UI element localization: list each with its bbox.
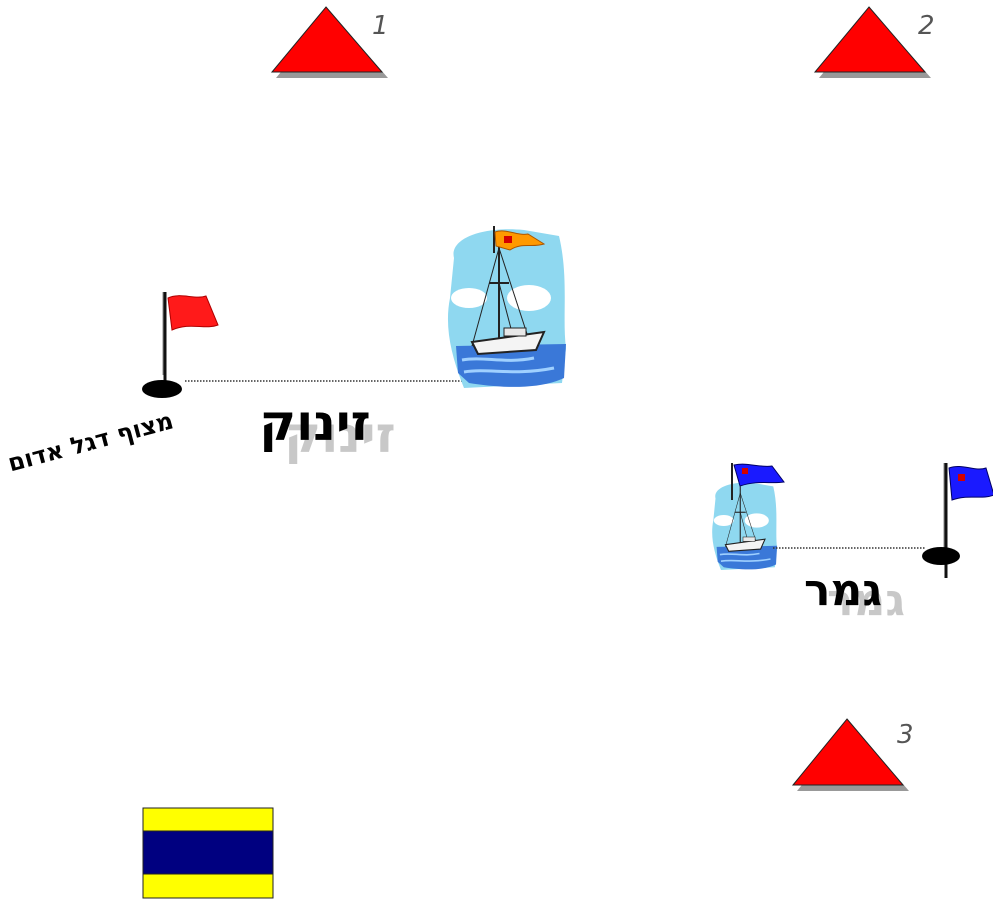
mark-2: 2	[815, 7, 935, 78]
start-label: זינוק זינוק	[259, 394, 395, 464]
red-flag-buoy-icon	[142, 292, 218, 398]
svg-text:גמר: גמר	[804, 565, 882, 616]
sailboat-blue-flag-icon	[712, 483, 777, 570]
mark-2-number: 2	[918, 11, 935, 41]
mark-1-number: 1	[372, 11, 389, 41]
svg-text:זינוק: זינוק	[259, 394, 370, 452]
finish-label: גמר גמר	[804, 565, 905, 626]
code-flag-d-icon	[143, 808, 273, 898]
mark-3: 3	[793, 719, 914, 791]
mark-1: 1	[272, 7, 389, 78]
mark-3-number: 3	[897, 720, 914, 750]
blue-flag-buoy-icon	[922, 463, 993, 578]
committee-boat-label: מצוף דגל אדום	[5, 406, 177, 477]
sailboat-orange-flag-icon	[448, 226, 566, 388]
